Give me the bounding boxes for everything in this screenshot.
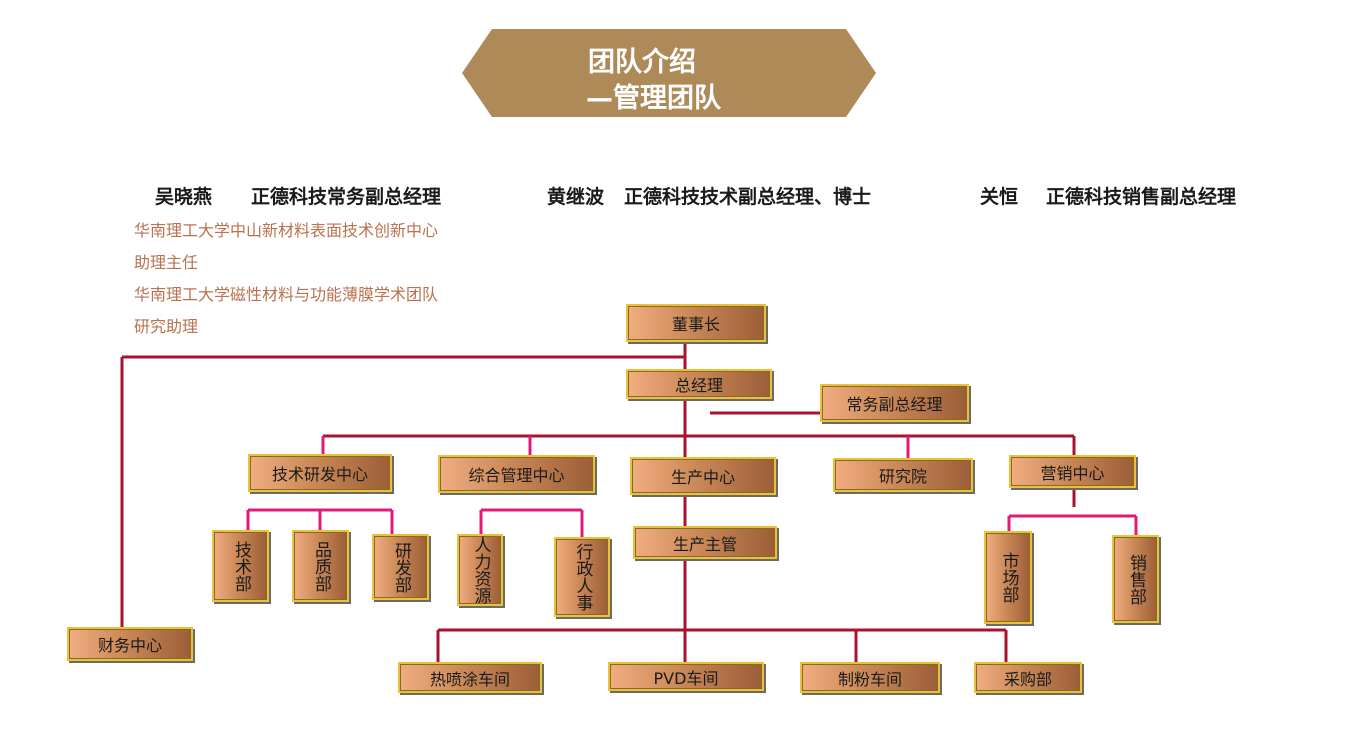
person-name-wu: 吴晓燕 [155,186,213,208]
bio-line: 华南理工大学磁性材料与功能薄膜学术团队 [134,285,439,304]
node-hr-dept: 人力资源 [457,534,503,606]
node-production-supervisor: 生产主管 [633,526,777,559]
title-banner [462,29,876,117]
banner-title: 团队介绍 [588,47,696,78]
node-admin-center: 综合管理中心 [438,455,595,493]
node-admin-hr-dept: 行政人事 [554,537,610,617]
node-general-manager: 总经理 [626,369,772,399]
node-finance-center: 财务中心 [67,627,193,661]
bio-line: 助理主任 [134,253,199,272]
person-title-huang: 正德科技技术副总经理、博士 [624,186,872,208]
node-powder-workshop: 制粉车间 [800,662,940,693]
node-rd-dept: 研发部 [372,534,429,600]
node-tech-rd-center: 技术研发中心 [248,454,392,492]
node-procurement-dept: 采购部 [974,662,1082,693]
bio-line: 华南理工大学中山新材料表面技术创新中心 [134,221,439,240]
node-pvd-workshop: PVD车间 [608,662,764,691]
node-marketing-center: 营销中心 [1009,455,1136,488]
node-sales-dept: 销售部 [1112,535,1159,623]
node-tech-dept: 技术部 [212,530,269,602]
person-name-guan: 关恒 [980,186,1019,208]
person-title-guan: 正德科技销售副总经理 [1046,186,1237,208]
banner-subtitle: —管理团队 [586,83,721,114]
person-name-huang: 黄继波 [547,186,605,208]
node-executive-vice-gm: 常务副总经理 [820,384,969,422]
node-research-institute: 研究院 [833,458,973,492]
node-chairman: 董事长 [626,304,766,342]
bio-line: 研究助理 [134,317,199,336]
node-production-center: 生产中心 [630,457,776,495]
node-thermal-spray-workshop: 热喷涂车间 [398,662,542,693]
node-quality-dept: 品质部 [292,530,349,602]
node-market-dept: 市场部 [984,531,1032,624]
person-title-wu: 正德科技常务副总经理 [251,186,442,208]
